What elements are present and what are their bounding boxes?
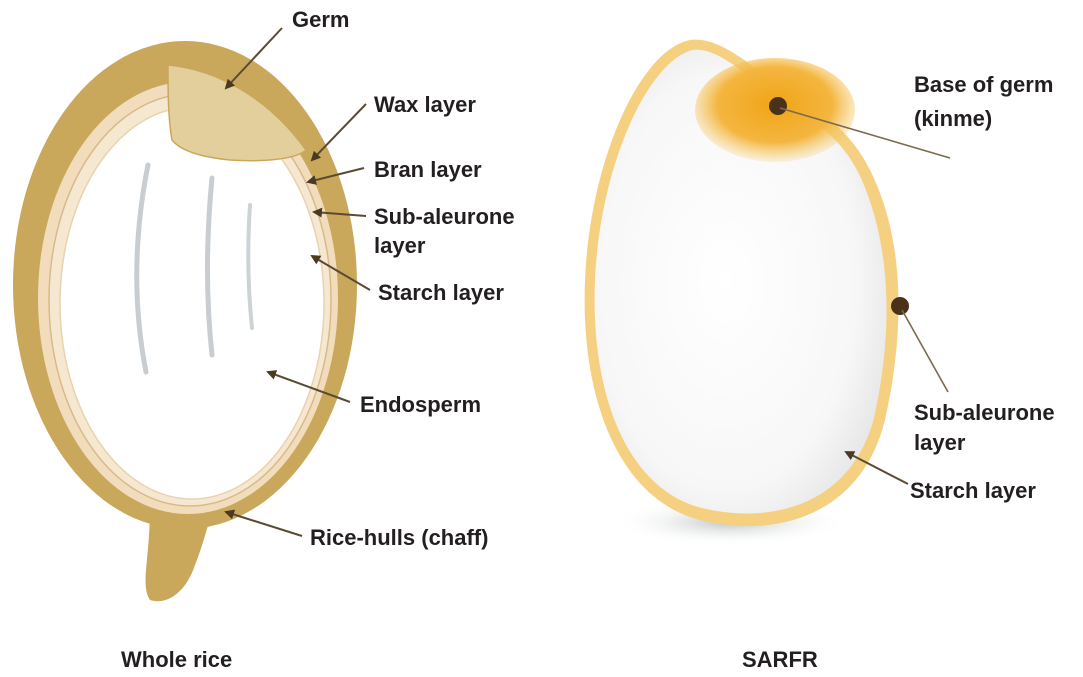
label-base-of-germ-2: (kinme) <box>914 106 992 131</box>
label-sub-aleurone-sarfr-2: layer <box>914 430 966 455</box>
sarfr-grain <box>585 40 909 546</box>
label-wax-layer: Wax layer <box>374 92 476 117</box>
label-rice-hulls: Rice-hulls (chaff) <box>310 525 488 550</box>
rice-hulls-arrow <box>226 512 302 536</box>
label-sub-aleurone-sarfr-1: Sub-aleurone <box>914 400 1055 425</box>
sub-aleurone-leader <box>902 310 948 392</box>
label-base-of-germ-1: Base of germ <box>914 72 1053 97</box>
endosperm <box>60 107 324 499</box>
wax-layer-arrow <box>312 104 366 160</box>
label-bran-layer: Bran layer <box>374 157 482 182</box>
label-starch-layer-sarfr: Starch layer <box>910 478 1036 503</box>
label-sub-aleurone-1: Sub-aleurone <box>374 204 515 229</box>
kinme-dot <box>769 97 787 115</box>
label-starch-layer: Starch layer <box>378 280 504 305</box>
label-sub-aleurone-2: layer <box>374 233 426 258</box>
label-germ: Germ <box>292 7 349 32</box>
whole-rice-grain <box>13 41 357 601</box>
caption-sarfr: SARFR <box>742 647 818 672</box>
caption-whole-rice: Whole rice <box>121 647 232 672</box>
sub-aleurone-dot <box>891 297 909 315</box>
label-endosperm: Endosperm <box>360 392 481 417</box>
